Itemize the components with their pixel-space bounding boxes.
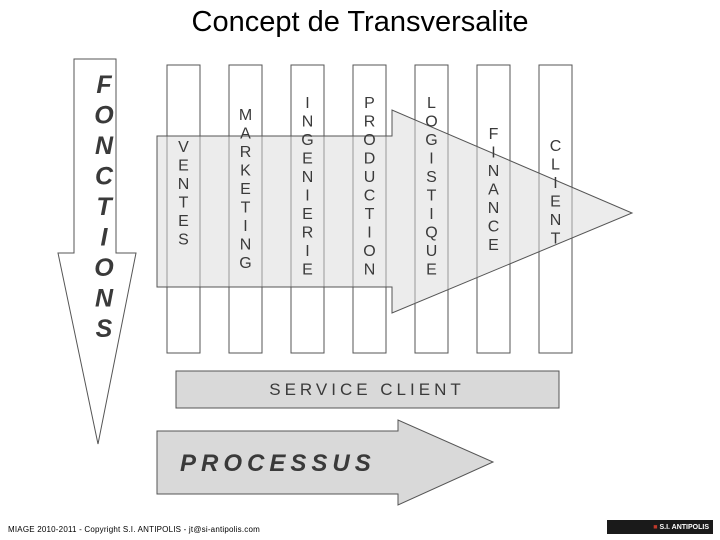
column-client-letter: T — [551, 231, 561, 248]
fonctions-letter: T — [96, 193, 114, 221]
column-ventes-letter: E — [178, 158, 189, 175]
column-production-letter: N — [364, 262, 376, 279]
column-finance-letter: N — [488, 163, 500, 180]
column-production-letter: O — [363, 132, 375, 149]
column-production-letter: C — [364, 188, 376, 205]
column-ventes-letter: N — [178, 176, 190, 193]
column-client-letter: I — [553, 175, 557, 192]
column-ventes-letter: E — [178, 213, 189, 230]
column-finance-letter: I — [491, 145, 495, 162]
column-marketing-letter: I — [243, 218, 247, 235]
column-logistique-letter: U — [426, 243, 438, 260]
column-production-letter: P — [364, 95, 375, 112]
column-marketing-letter: E — [240, 181, 251, 198]
column-logistique-letter: I — [429, 206, 433, 223]
fonctions-letter: O — [94, 254, 114, 282]
column-production-letter: U — [364, 169, 376, 186]
column-ingenierie-letter: E — [302, 151, 313, 168]
logo-text: S.I. ANTIPOLIS — [659, 523, 709, 531]
column-logistique-letter: G — [425, 132, 437, 149]
column-ingenierie-letter: R — [302, 225, 314, 242]
column-letters: VENTESMARKETINGINGENIERIEPRODUCTIONLOGIS… — [178, 95, 562, 279]
column-ingenierie-letter: G — [301, 132, 313, 149]
column-ingenierie-letter: I — [305, 188, 309, 205]
column-ventes-letter: V — [178, 139, 189, 156]
column-finance-letter: E — [488, 237, 499, 254]
column-logistique-letter: L — [427, 95, 436, 112]
column-ingenierie-letter: N — [302, 114, 314, 131]
fonctions-letter: O — [94, 102, 114, 130]
column-ventes-letter: T — [179, 195, 189, 212]
processus-arrow — [156, 419, 495, 506]
column-ingenierie-letter: E — [302, 262, 313, 279]
column-logistique-letter: E — [426, 262, 437, 279]
column-marketing-letter: N — [240, 237, 252, 254]
column-logistique-letter: S — [426, 169, 437, 186]
column-logistique-letter: O — [425, 114, 437, 131]
column-production-letter: O — [363, 243, 375, 260]
fonctions-down-arrow — [57, 58, 137, 445]
column-client-letter: C — [550, 138, 562, 155]
column-production-letter: T — [365, 206, 375, 223]
service-client-label: SERVICE CLIENT — [269, 380, 465, 399]
column-finance-letter: F — [489, 126, 499, 143]
column-ventes-letter: S — [178, 232, 189, 249]
footer-copyright: MIAGE 2010-2011 - Copyright S.I. ANTIPOL… — [8, 525, 260, 534]
fonctions-letter: N — [95, 285, 114, 313]
column-ingenierie-letter: N — [302, 169, 314, 186]
processus-label: PROCESSUS — [180, 450, 376, 477]
column-client-letter: E — [550, 194, 561, 211]
logo-mark-icon: ■ — [653, 523, 658, 531]
column-ingenierie-letter: I — [305, 243, 309, 260]
column-marketing-letter: G — [239, 255, 251, 272]
fonctions-letter: C — [95, 163, 114, 191]
column-client-letter: N — [550, 212, 562, 229]
service-client-bar — [175, 370, 560, 409]
transversal-arrow — [156, 109, 634, 314]
column-ingenierie-letter: I — [305, 95, 309, 112]
column-production-letter: I — [367, 225, 371, 242]
column-logistique-letter: T — [427, 188, 437, 205]
column-marketing-letter: T — [241, 200, 251, 217]
column-production-letter: D — [364, 151, 376, 168]
si-antipolis-logo: ■ S.I. ANTIPOLIS — [607, 520, 713, 534]
column-marketing-letter: K — [240, 163, 251, 180]
column-marketing-letter: A — [240, 126, 251, 143]
column-finance-letter: C — [488, 219, 500, 236]
slide-title: Concept de Transversalite — [191, 6, 529, 38]
column-client-letter: L — [551, 157, 560, 174]
fonctions-letter: S — [96, 315, 113, 343]
fonctions-letter: F — [96, 71, 112, 99]
fonctions-letter: N — [95, 132, 114, 160]
column-marketing-letter: R — [240, 144, 252, 161]
column-finance-letter: A — [488, 182, 499, 199]
column-logistique-letter: I — [429, 151, 433, 168]
column-ingenierie-letter: E — [302, 206, 313, 223]
column-marketing-letter: M — [239, 107, 252, 124]
fonctions-letter: I — [101, 224, 109, 252]
column-logistique-letter: Q — [425, 225, 437, 242]
column-finance-letter: N — [488, 200, 500, 217]
column-production-letter: R — [364, 114, 376, 131]
